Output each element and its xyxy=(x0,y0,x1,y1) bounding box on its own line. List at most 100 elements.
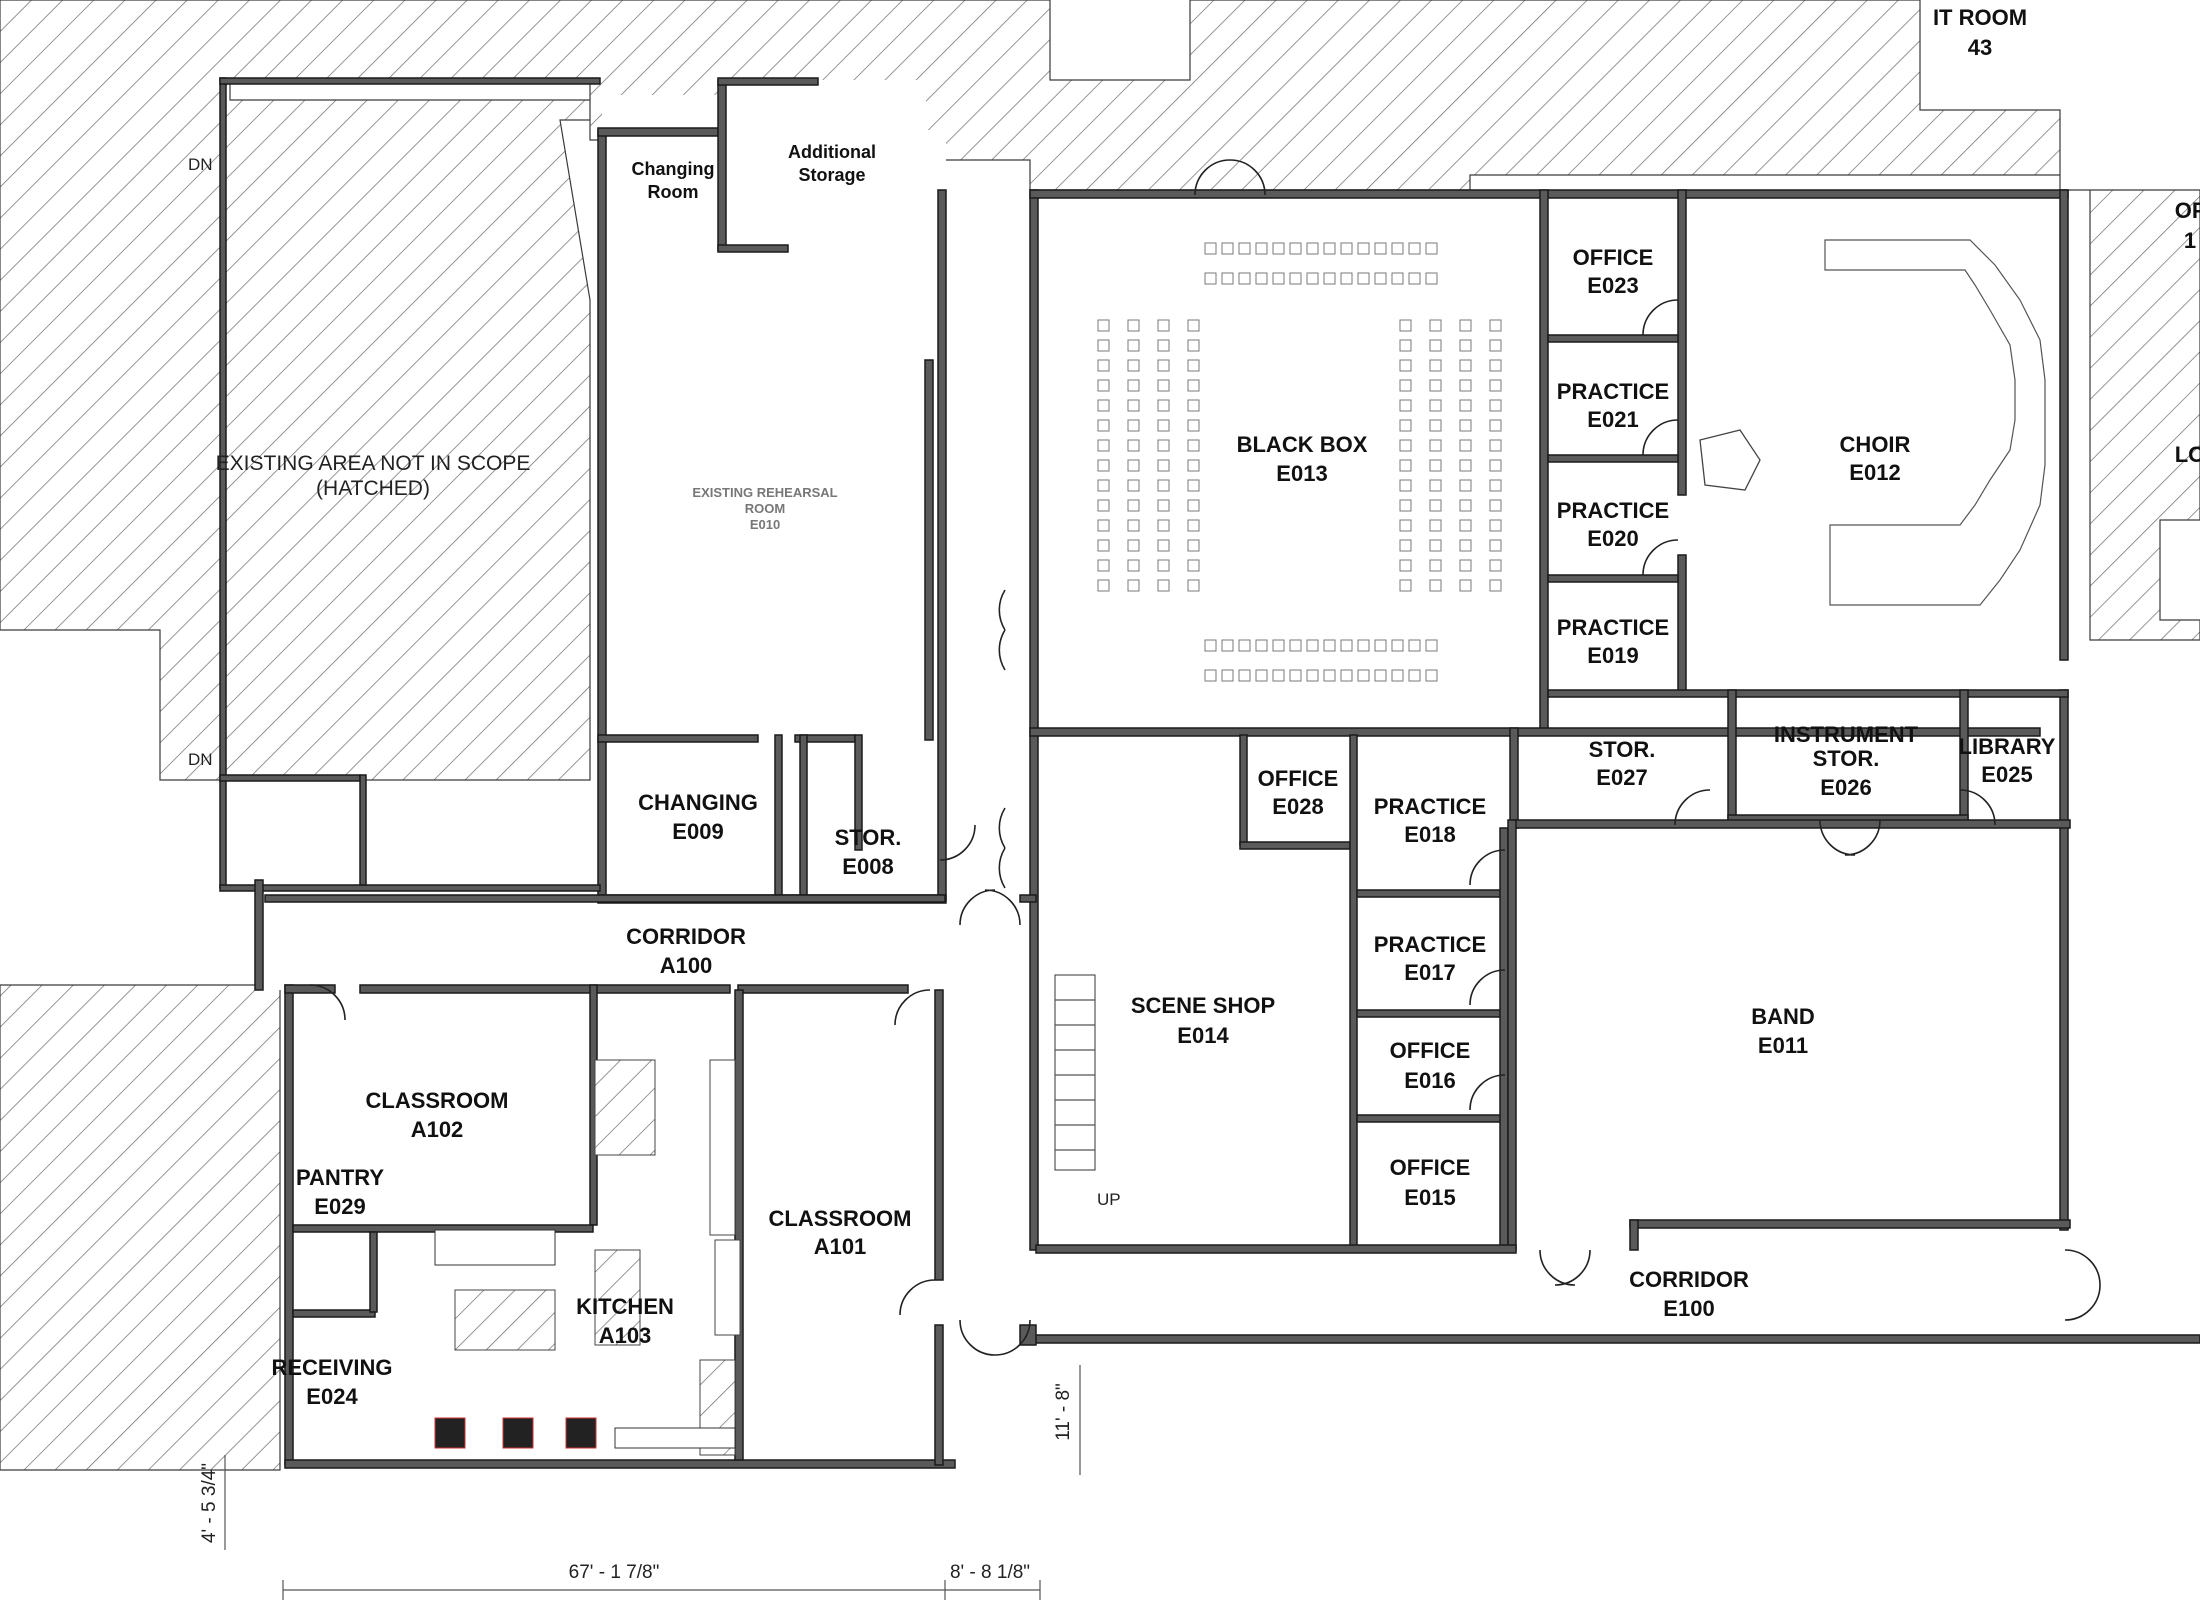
seat xyxy=(1340,242,1353,255)
room-band-number: E011 xyxy=(1758,1033,1808,1058)
black-box-seating xyxy=(1097,242,1502,682)
seat xyxy=(1187,479,1200,492)
room-kitchen-number: A103 xyxy=(599,1323,652,1348)
range-1 xyxy=(434,1417,466,1449)
seat xyxy=(1097,479,1110,492)
seat xyxy=(1157,519,1170,532)
seat xyxy=(1127,319,1140,332)
seat xyxy=(1374,669,1387,682)
seat xyxy=(1489,499,1502,512)
seat xyxy=(1489,379,1502,392)
seat xyxy=(1272,272,1285,285)
seat xyxy=(1374,242,1387,255)
seat xyxy=(1323,669,1336,682)
seat xyxy=(1187,319,1200,332)
seat xyxy=(1459,359,1472,372)
seat xyxy=(1399,579,1412,592)
room-stor-e008-number: E008 xyxy=(842,854,893,879)
seat xyxy=(1097,399,1110,412)
seat xyxy=(1425,242,1438,255)
scope-note: EXISTING AREA NOT IN SCOPE (HATCHED) xyxy=(216,452,531,500)
seat xyxy=(1459,459,1472,472)
room-scene-shop-number: E014 xyxy=(1177,1023,1229,1048)
seat xyxy=(1127,379,1140,392)
room-office-e015-number: E015 xyxy=(1404,1185,1455,1210)
seat xyxy=(1157,319,1170,332)
seat xyxy=(1323,272,1336,285)
seat xyxy=(1187,439,1200,452)
room-labels: IT ROOM 43 Changing Room Additional Stor… xyxy=(271,5,2200,1409)
seat xyxy=(1157,459,1170,472)
seat xyxy=(1187,499,1200,512)
counter-east xyxy=(709,1059,736,1236)
prep-table-2 xyxy=(594,1249,641,1346)
seat xyxy=(1408,242,1421,255)
seat xyxy=(1408,669,1421,682)
seat xyxy=(1127,359,1140,372)
room-office-e028-name: OFFICE xyxy=(1258,766,1339,791)
changing-floor xyxy=(600,740,945,890)
seat xyxy=(1391,242,1404,255)
seat xyxy=(1340,669,1353,682)
seat xyxy=(1255,242,1268,255)
room-edge-lo-name: LO xyxy=(2175,442,2200,467)
room-office-e016-name: OFFICE xyxy=(1390,1038,1471,1063)
seat xyxy=(1425,272,1438,285)
seat xyxy=(1489,539,1502,552)
seat xyxy=(1289,639,1302,652)
door-swings xyxy=(309,159,2101,1356)
seat xyxy=(1238,272,1251,285)
seat xyxy=(1127,439,1140,452)
seat xyxy=(1204,639,1217,652)
seat xyxy=(1429,319,1442,332)
room-office-e028-number: E028 xyxy=(1272,794,1323,819)
seat xyxy=(1097,579,1110,592)
room-pantry-name: PANTRY xyxy=(296,1165,384,1190)
dimension-width-right: 8' - 8 1/8" xyxy=(950,1562,1030,1583)
room-library-number: E025 xyxy=(1981,762,2032,787)
seat xyxy=(1399,539,1412,552)
seat xyxy=(1489,319,1502,332)
seat xyxy=(1459,539,1472,552)
seat xyxy=(1459,439,1472,452)
seat xyxy=(1127,339,1140,352)
seat xyxy=(1127,399,1140,412)
seat xyxy=(1489,439,1502,452)
seat xyxy=(1459,519,1472,532)
room-choir-name: CHOIR xyxy=(1840,432,1911,457)
seat xyxy=(1097,459,1110,472)
seat xyxy=(1204,669,1217,682)
changing-room-floor xyxy=(602,95,722,255)
stair-dn-top: DN xyxy=(188,155,213,174)
seat xyxy=(1399,479,1412,492)
room-classroom-a101-name: CLASSROOM xyxy=(769,1206,912,1231)
seat xyxy=(1157,379,1170,392)
seat xyxy=(1221,669,1234,682)
seat xyxy=(1306,669,1319,682)
room-practice-e018-name: PRACTICE xyxy=(1374,794,1486,819)
seat xyxy=(1459,499,1472,512)
seat xyxy=(1459,419,1472,432)
seat xyxy=(1429,459,1442,472)
sink-counter xyxy=(614,1427,736,1449)
room-practice-e021-name: PRACTICE xyxy=(1557,379,1669,404)
room-instrument-stor-line2: STOR. xyxy=(1813,746,1880,771)
room-corridor-e100-number: E100 xyxy=(1663,1296,1714,1321)
seat xyxy=(1221,242,1234,255)
seat xyxy=(1157,539,1170,552)
seat xyxy=(1187,519,1200,532)
room-corridor-e100-name: CORRIDOR xyxy=(1629,1267,1749,1292)
seat xyxy=(1489,479,1502,492)
room-rehearsal-line1: EXISTING REHEARSAL xyxy=(692,485,837,500)
seat xyxy=(1459,399,1472,412)
seat xyxy=(1399,459,1412,472)
seat xyxy=(1399,439,1412,452)
seat xyxy=(1187,559,1200,572)
seat xyxy=(1391,272,1404,285)
seat xyxy=(1127,519,1140,532)
room-classroom-a102-name: CLASSROOM xyxy=(366,1088,509,1113)
dimension-strings: 67' - 1 7/8" 8' - 8 1/8" 4' - 5 3/4" 11'… xyxy=(199,1365,1081,1600)
room-additional-storage-line1: Additional xyxy=(788,142,876,162)
seat xyxy=(1489,399,1502,412)
seat xyxy=(1323,242,1336,255)
